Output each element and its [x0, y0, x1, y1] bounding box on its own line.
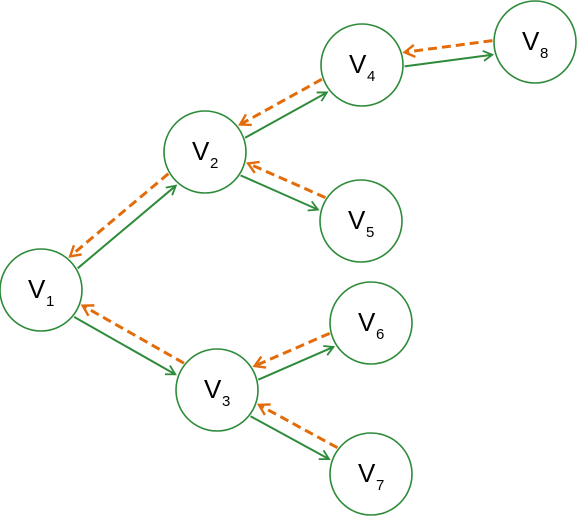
back-edge-v5-v2 [248, 163, 327, 199]
node-label-v1: V [28, 274, 46, 304]
back-edge-v6-v3 [255, 331, 331, 366]
forward-edge-v1-v2 [76, 184, 178, 270]
node-label-v8: V [522, 26, 540, 56]
node-circle-v2 [163, 110, 247, 194]
back-edge-v3-v1 [83, 306, 185, 365]
forward-edge-v3-v7 [250, 415, 331, 461]
node-circle-v3 [175, 348, 259, 432]
back-edge-v7-v3 [259, 405, 339, 450]
node-subscript-v8: 8 [540, 45, 548, 62]
edges [70, 39, 495, 461]
forward-edge-v2-v5 [240, 174, 320, 212]
node-subscript-v3: 3 [222, 393, 230, 410]
forward-edge-v2-v4 [244, 91, 329, 139]
node-subscript-v4: 4 [367, 68, 375, 85]
node-subscript-v7: 7 [376, 477, 384, 494]
forward-edge-v3-v6 [257, 345, 336, 381]
node-circle-v6 [329, 281, 413, 365]
node-circle-v7 [329, 432, 413, 516]
node-subscript-v1: 1 [46, 293, 54, 310]
node-circle-v4 [320, 23, 404, 107]
back-edge-v4-v2 [240, 77, 323, 124]
node-circle-v5 [319, 179, 403, 263]
node-subscript-v6: 6 [376, 326, 384, 343]
node-label-v4: V [349, 49, 367, 79]
node-label-v2: V [192, 136, 210, 166]
node-subscript-v5: 5 [366, 224, 374, 241]
forward-edge-v4-v8 [404, 50, 495, 68]
back-edge-v2-v1 [70, 172, 170, 257]
node-subscript-v2: 2 [210, 155, 218, 172]
node-circle-v8 [493, 0, 577, 84]
node-label-v3: V [204, 374, 222, 404]
node-label-v7: V [358, 458, 376, 488]
back-edge-v8-v4 [405, 39, 493, 53]
node-circle-v1 [0, 248, 83, 332]
forward-edge-v1-v3 [73, 315, 177, 376]
node-label-v6: V [358, 307, 376, 337]
node-label-v5: V [348, 205, 366, 235]
